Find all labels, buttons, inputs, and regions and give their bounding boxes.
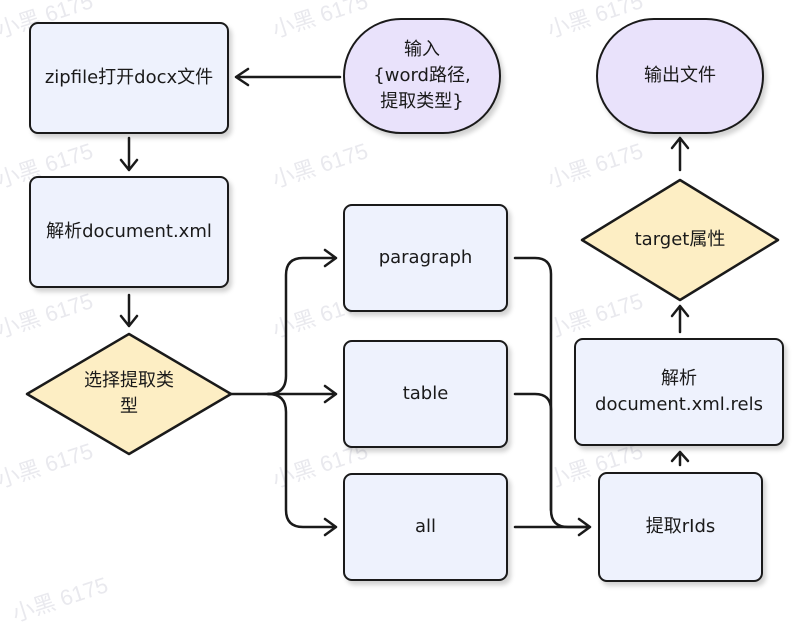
arrow-parse-to-choose [119,293,139,328]
extract-rids-node: 提取rIds [598,472,763,582]
arrow-choose-to-paragraph [229,248,338,396]
all-label: all [414,515,437,537]
arrow-input-to-open [234,67,342,87]
arrow-choose-to-table [266,384,338,404]
parse-document-label: 解析document.xml [46,220,212,242]
paragraph-label: paragraph [378,246,473,268]
table-node: table [343,340,508,448]
open-docx-node: zipfile打开docx文件 [29,22,229,134]
output-terminal: 输出文件 [596,18,764,134]
table-label: table [402,382,449,404]
arrow-table-to-rids [513,392,553,512]
input-label-line1: 输入 [403,38,440,60]
input-label-line2: {word路径, [373,64,471,86]
arrow-rels-to-target [670,304,690,334]
flowchart-canvas: 小黑 6175 小黑 6175 小黑 6175 小黑 6175 小黑 6175 … [0,0,784,627]
input-label-line3: 提取类型} [380,91,464,113]
output-label: 输出文件 [644,64,716,86]
paragraph-node: paragraph [343,204,508,312]
decision-diamond-target [580,178,780,302]
open-docx-label: zipfile打开docx文件 [44,66,214,88]
arrow-target-to-output [670,136,690,172]
decision-diamond-choose-type [25,332,233,456]
target-attr-label: target属性 [610,222,750,258]
arrow-rids-to-rels [670,450,690,467]
arrow-open-to-parse [119,136,139,172]
choose-type-label-line2: 型 [120,396,138,417]
all-node: all [343,473,508,581]
choose-type-label: 选择提取类 型 [54,360,204,428]
parse-rels-label-line1: 解析 [661,367,697,389]
arrow-all-to-rids [513,517,592,537]
input-terminal: 输入 {word路径, 提取类型} [343,18,501,134]
connector-layer [25,67,780,537]
parse-document-node: 解析document.xml [29,176,229,288]
parse-rels-label-line2: document.xml.rels [595,394,763,415]
choose-type-label-line1: 选择提取类 [84,369,174,391]
parse-rels-node: 解析 document.xml.rels [574,338,784,446]
target-attr-text: target属性 [634,228,726,250]
arrow-choose-to-all [266,392,338,537]
extract-rids-label: 提取rIds [645,515,716,537]
